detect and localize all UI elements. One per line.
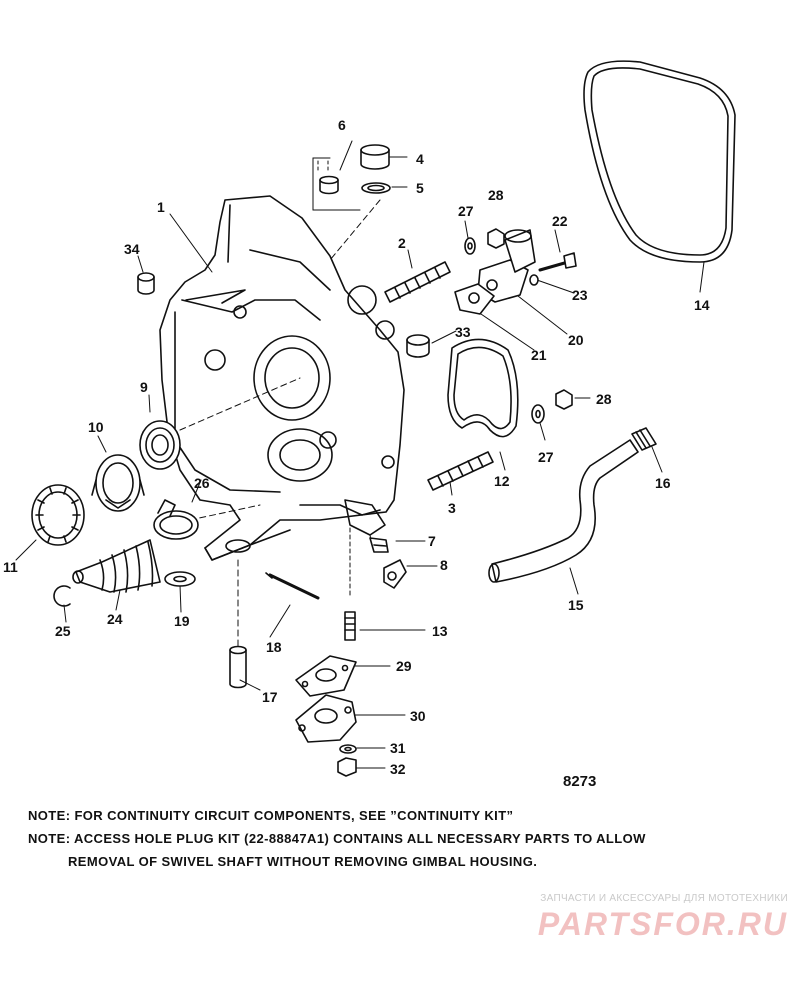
clip-25 <box>53 585 71 607</box>
callout-32: 32 <box>390 761 406 777</box>
callout-15: 15 <box>568 597 584 613</box>
callout-8: 8 <box>440 557 448 573</box>
pin-18 <box>265 572 320 600</box>
callout-12: 12 <box>494 473 510 489</box>
pin-17 <box>229 645 247 689</box>
callout-28-upper: 28 <box>488 187 504 203</box>
callout-3: 3 <box>448 500 456 516</box>
callout-14: 14 <box>694 297 710 313</box>
stud-2 <box>384 261 451 303</box>
callout-10: 10 <box>88 419 104 435</box>
seal-5 <box>361 182 391 194</box>
callout-5: 5 <box>416 180 424 196</box>
washer-19 <box>164 571 196 587</box>
callout-27-upper: 27 <box>458 203 474 219</box>
leader-lines <box>15 140 705 769</box>
seal-ring-14 <box>583 60 736 263</box>
note-continuity-kit: NOTE: FOR CONTINUITY CIRCUIT COMPONENTS,… <box>28 808 514 823</box>
callout-34: 34 <box>124 241 140 257</box>
callout-25: 25 <box>55 623 71 639</box>
gasket-21 <box>454 283 495 315</box>
figure-number: 8273 <box>563 773 596 790</box>
callout-6: 6 <box>338 117 346 133</box>
seal-12 <box>447 338 519 438</box>
bushing-4 <box>360 144 390 170</box>
stud-3 <box>427 451 494 491</box>
bellows-ring-10 <box>91 454 145 512</box>
washer-27-upper <box>464 237 476 255</box>
watermark: ЗАПЧАСТИ И АКСЕССУАРЫ ДЛЯ МОТОТЕХНИКИ PA… <box>468 893 788 943</box>
ring-11 <box>31 484 85 546</box>
callout-22: 22 <box>552 213 568 229</box>
plug-33 <box>406 334 430 358</box>
gasket-29 <box>295 655 357 697</box>
note-access-hole-plug-kit-continued: REMOVAL OF SWIVEL SHAFT WITHOUT REMOVING… <box>68 854 538 869</box>
callout-19: 19 <box>174 613 190 629</box>
nut-32 <box>337 757 357 777</box>
cover-30 <box>295 694 357 743</box>
watermark-logo: PARTSFOR.RU <box>537 906 788 942</box>
callout-27-lower: 27 <box>538 449 554 465</box>
callout-26: 26 <box>194 475 210 491</box>
notes-block: NOTE: FOR CONTINUITY CIRCUIT COMPONENTS,… <box>28 804 788 873</box>
nut-28-upper <box>487 228 505 249</box>
callout-30: 30 <box>410 708 426 724</box>
bolt-22 <box>538 252 577 272</box>
nut-28-lower <box>555 389 573 410</box>
callout-1: 1 <box>157 199 165 215</box>
callout-21: 21 <box>531 347 547 363</box>
fitting-7 <box>369 537 389 553</box>
callout-20: 20 <box>568 332 584 348</box>
bushing-6 <box>319 175 339 195</box>
callout-4: 4 <box>416 151 424 167</box>
callout-33: 33 <box>455 324 471 340</box>
plug-34 <box>137 272 155 295</box>
callout-11: 11 <box>3 559 18 575</box>
callout-28-lower: 28 <box>596 391 612 407</box>
callout-labels: 1 2 3 4 5 6 7 8 9 10 11 12 13 14 15 16 1… <box>3 117 710 790</box>
callout-31: 31 <box>390 740 406 756</box>
fitting-8 <box>383 559 407 589</box>
fitting-20 <box>477 229 536 303</box>
callout-23: 23 <box>572 287 588 303</box>
callout-16: 16 <box>655 475 671 491</box>
hose-15 <box>488 439 639 583</box>
callout-29: 29 <box>396 658 412 674</box>
callout-17: 17 <box>262 689 278 705</box>
stud-13 <box>344 611 356 641</box>
gimbal-housing <box>159 195 405 561</box>
callout-2: 2 <box>398 235 406 251</box>
callout-13: 13 <box>432 623 448 639</box>
clamp-26 <box>153 499 199 540</box>
callout-24: 24 <box>107 611 123 627</box>
watermark-tagline: ЗАПЧАСТИ И АКСЕССУАРЫ ДЛЯ МОТОТЕХНИКИ <box>540 893 788 904</box>
callout-18: 18 <box>266 639 282 655</box>
callout-7: 7 <box>428 533 436 549</box>
bellows-24 <box>72 539 161 593</box>
seal-9 <box>139 420 181 470</box>
washer-23 <box>529 274 539 286</box>
washer-31 <box>339 744 357 754</box>
note-access-hole-plug-kit: NOTE: ACCESS HOLE PLUG KIT (22-88847A1) … <box>28 831 646 846</box>
callout-9: 9 <box>140 379 148 395</box>
washer-27-lower <box>531 404 545 424</box>
plug-16 <box>631 427 657 451</box>
